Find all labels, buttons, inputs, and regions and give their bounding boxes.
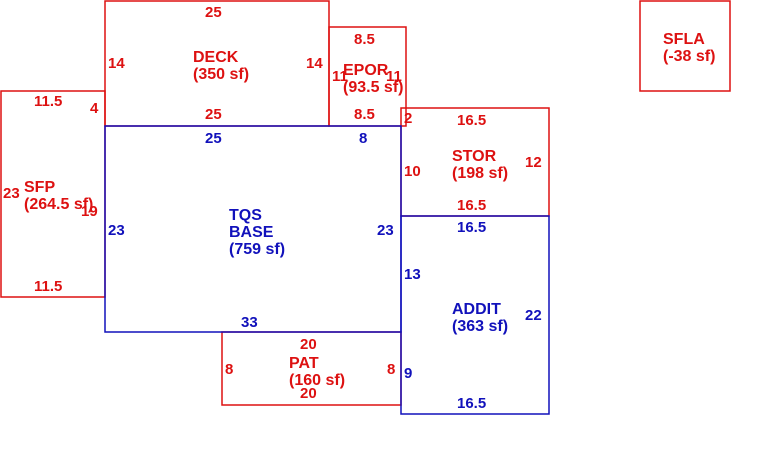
- epor-area: 11 11 EPOR (93.5 sf) 8.5 8.5: [332, 31, 403, 123]
- stor-dim-left: 10: [404, 163, 421, 180]
- epor-dim-bottom: 8.5: [354, 106, 375, 123]
- stor-area-sf: (198 sf): [452, 165, 508, 182]
- tqs-base-dim-right: 23: [377, 222, 394, 239]
- addit-dim-top: 16.5: [457, 219, 486, 236]
- sfla-area-sf: (-38 sf): [663, 48, 715, 65]
- sfp-dim-left: 23: [3, 185, 20, 202]
- sfp-dim-top: 11.5: [34, 93, 62, 110]
- tqs-base-outline: [104, 125, 402, 333]
- pat-dim-right: 8: [387, 361, 395, 378]
- pat-dim-top: 20: [300, 336, 317, 353]
- epor-dim-top: 8.5: [354, 31, 375, 48]
- sfp-area-sf: (264.5 sf): [24, 196, 93, 213]
- stor-dim-top: 16.5: [457, 112, 486, 129]
- addit-name: ADDIT: [452, 301, 501, 318]
- tqs-base-dim-left: 23: [108, 222, 125, 239]
- deck-dim-top: 25: [205, 4, 222, 21]
- sfp-dim-right: 19: [81, 203, 98, 220]
- sfla-outline: [639, 0, 731, 92]
- stor-name: STOR: [452, 148, 497, 165]
- addit-dim-bottom: 16.5: [457, 395, 486, 412]
- pat-dim-bottom: 20: [300, 385, 317, 402]
- pat-name: PAT: [289, 355, 319, 372]
- tqs-base-dim-top: 25: [205, 130, 222, 147]
- sfp-dim-bottom: 11.5: [34, 278, 62, 295]
- deck-area-sf: (350 sf): [193, 66, 249, 83]
- addit-dim-right: 22: [525, 307, 542, 324]
- addit-area: 16.5 13 ADDIT (363 sf) 22 9 16.5: [404, 219, 542, 412]
- epor-area-sf: (93.5 sf): [343, 79, 403, 96]
- pat-dim-left: 8: [225, 361, 233, 378]
- tqs-base-name-line2: BASE: [229, 224, 274, 241]
- tqs-base-dim-bottom: 33: [241, 314, 258, 331]
- stor-dim-bottom: 16.5: [457, 197, 486, 214]
- deck-name: DECK: [193, 49, 239, 66]
- tqs-base-area: 25 8 23 23 TQS BASE (759 sf) 33: [108, 130, 394, 331]
- pat-area: 20 8 8 PAT (160 sf) 20: [225, 336, 395, 402]
- deck-dim-bottom: 25: [205, 106, 222, 123]
- epor-dim-right: 11: [386, 68, 402, 85]
- stor-dim-jog: 2: [404, 110, 412, 127]
- stor-area: 16.5 2 10 12 STOR (198 sf) 16.5: [404, 110, 542, 214]
- addit-dim-left: 13: [404, 266, 421, 283]
- deck-dim-right: 14: [306, 55, 323, 72]
- epor-dim-left: 11: [332, 68, 348, 85]
- sfla-area: SFLA (-38 sf): [663, 31, 715, 65]
- stor-dim-right: 12: [525, 154, 542, 171]
- deck-area: DECK (350 sf) 25 14 14 25: [108, 4, 323, 123]
- pat-area-sf: (160 sf): [289, 372, 345, 389]
- sfla-name: SFLA: [663, 31, 705, 48]
- tqs-base-dim-top-right: 8: [359, 130, 367, 147]
- addit-area-sf: (363 sf): [452, 318, 508, 335]
- tqs-base-name: TQS: [229, 207, 262, 224]
- tqs-base-area-sf: (759 sf): [229, 241, 285, 258]
- addit-dim-left-lower: 9: [404, 365, 412, 382]
- epor-name: EPOR: [343, 62, 389, 79]
- sfp-area: 11.5 4 23 SFP (264.5 sf) 19 11.5: [3, 93, 99, 295]
- sfp-dim-jog: 4: [90, 100, 99, 117]
- deck-dim-left: 14: [108, 55, 125, 72]
- sfp-name: SFP: [24, 179, 55, 196]
